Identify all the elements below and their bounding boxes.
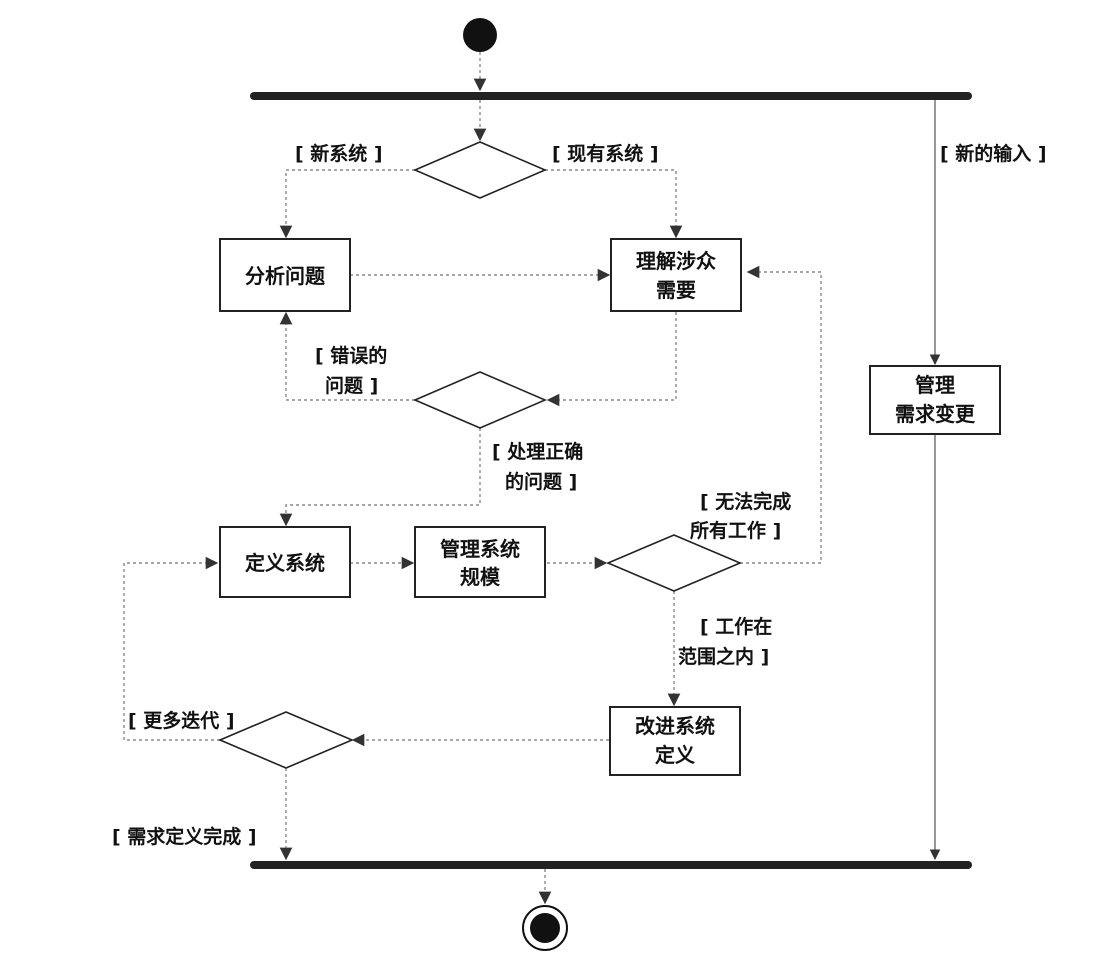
decision-problem-check (412, 371, 548, 429)
activity-label: 改进系统 (635, 714, 715, 738)
decision-system-type (412, 141, 548, 199)
activity-label: 定义 (655, 743, 695, 767)
initial-node (463, 18, 497, 52)
guard-new-system: [ 新系统 ] (295, 142, 383, 165)
activity-analyze-problem: 分析问题 (219, 238, 351, 312)
flow-cannot-finish (740, 265, 822, 564)
guard-within-scope: 范围之内 ] (678, 645, 769, 668)
guard-existing-system: [ 现有系统 ] (552, 142, 659, 165)
flow-more-iterations (123, 556, 220, 741)
guard-cannot-finish: [ 无法完成 (700, 490, 791, 513)
activity-label: 需要 (656, 278, 696, 302)
flow-right-problem (279, 428, 481, 527)
guard-cannot-finish: 所有工作 ] (690, 519, 781, 542)
guard-wrong-problem: 问题 ] (325, 375, 378, 397)
activity-label: 分析问题 (245, 264, 326, 288)
guard-wrong-problem: [ 错误的 (315, 344, 387, 367)
activity-label: 定义系统 (245, 551, 325, 575)
guard-new-input: [ 新的输入 ] (940, 142, 1047, 165)
activity-label: 规模 (460, 565, 501, 589)
activity-manage-change: 管理 需求变更 (869, 365, 1001, 435)
activity-manage-scope: 管理系统 规模 (414, 526, 546, 598)
activity-label: 管理系统 (440, 537, 520, 561)
flow-new-system (279, 169, 415, 239)
activity-label: 理解涉众 (636, 249, 716, 273)
activity-label: 管理 (915, 373, 955, 397)
guard-more-iterations: [ 更多迭代 ] (128, 709, 235, 732)
decision-scope-check (605, 534, 743, 592)
guard-within-scope: [ 工作在 (700, 615, 772, 638)
final-node-inner (530, 913, 560, 943)
flow-existing-system (545, 169, 683, 239)
flow-wrong-problem (279, 311, 415, 401)
join-bar (250, 861, 972, 869)
decision-iteration-check (217, 711, 355, 769)
guard-requirements-done: [ 需求定义完成 ] (112, 825, 257, 848)
flow-understand-decision2 (546, 312, 677, 407)
activity-label: 需求变更 (895, 402, 976, 426)
activity-understand-needs: 理解涉众 需要 (610, 238, 742, 312)
fork-bar (250, 92, 972, 100)
guard-right-problem: [ 处理正确 (492, 440, 583, 463)
activity-define-system: 定义系统 (219, 526, 351, 598)
guard-right-problem: 的问题 ] (505, 470, 577, 493)
activity-refine-definition: 改进系统 定义 (609, 706, 741, 776)
